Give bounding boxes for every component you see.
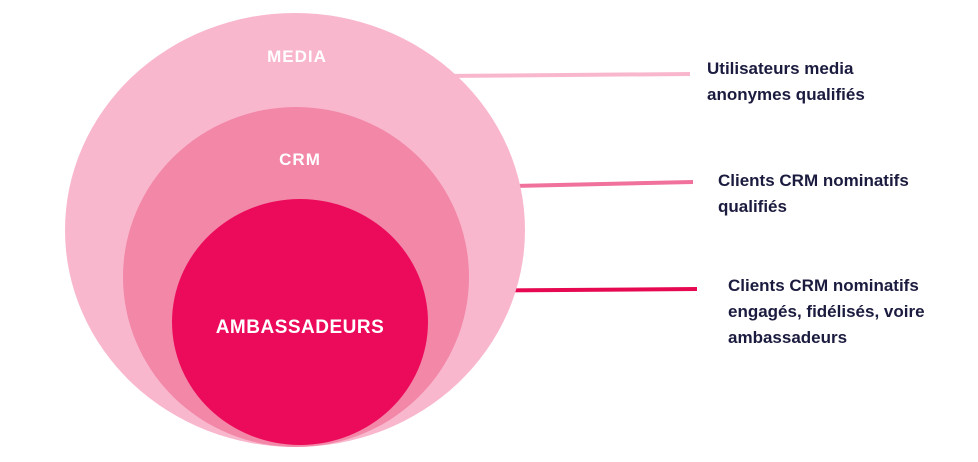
annotation-ambassadeurs-line-3: ambassadeurs <box>728 328 848 347</box>
ring-label-ambassadeurs: AMBASSADEURS <box>215 317 385 338</box>
annotation-media: Utilisateurs media anonymes qualifiés <box>707 56 865 108</box>
annotation-ambassadeurs-line-2: engagés, fidélisés, voire <box>728 302 925 321</box>
annotation-ambassadeurs-line-1: Clients CRM nominatifs <box>728 276 919 295</box>
annotation-crm-line-2: qualifiés <box>718 197 787 216</box>
ring-label-crm: CRM <box>279 150 321 169</box>
annotation-crm-line-1: Clients CRM nominatifs <box>718 171 909 190</box>
annotation-ambassadeurs: Clients CRM nominatifs engagés, fidélisé… <box>728 273 925 351</box>
connector-line-media <box>439 72 691 78</box>
annotation-media-line-1: Utilisateurs media <box>707 59 854 78</box>
ring-ambassadeurs-shape <box>172 199 428 445</box>
annotation-media-line-2: anonymes qualifiés <box>707 85 865 104</box>
ring-label-media: MEDIA <box>267 47 327 66</box>
annotation-crm: Clients CRM nominatifs qualifiés <box>718 168 909 220</box>
